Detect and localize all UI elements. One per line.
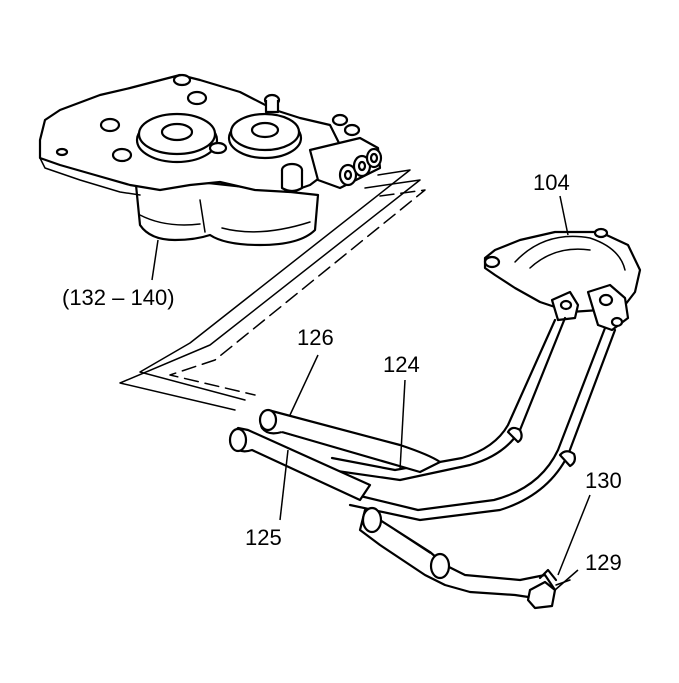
wire-harness [228,316,617,610]
brake-line-fittings [308,136,383,190]
valve-block-assembly [38,73,383,247]
callout-125: 125 [245,525,282,550]
mounting-bolts [55,73,361,193]
callout-129: 129 [585,550,622,575]
callout-104: 104 [533,170,570,195]
wiring-routing-path [119,169,426,411]
callout-130: 130 [585,468,622,493]
sensor-104 [483,227,642,332]
callout-126: 126 [297,325,334,350]
callout-132-140: (132 – 140) [62,285,175,310]
leader-lines [151,195,591,591]
callout-124: 124 [383,352,420,377]
